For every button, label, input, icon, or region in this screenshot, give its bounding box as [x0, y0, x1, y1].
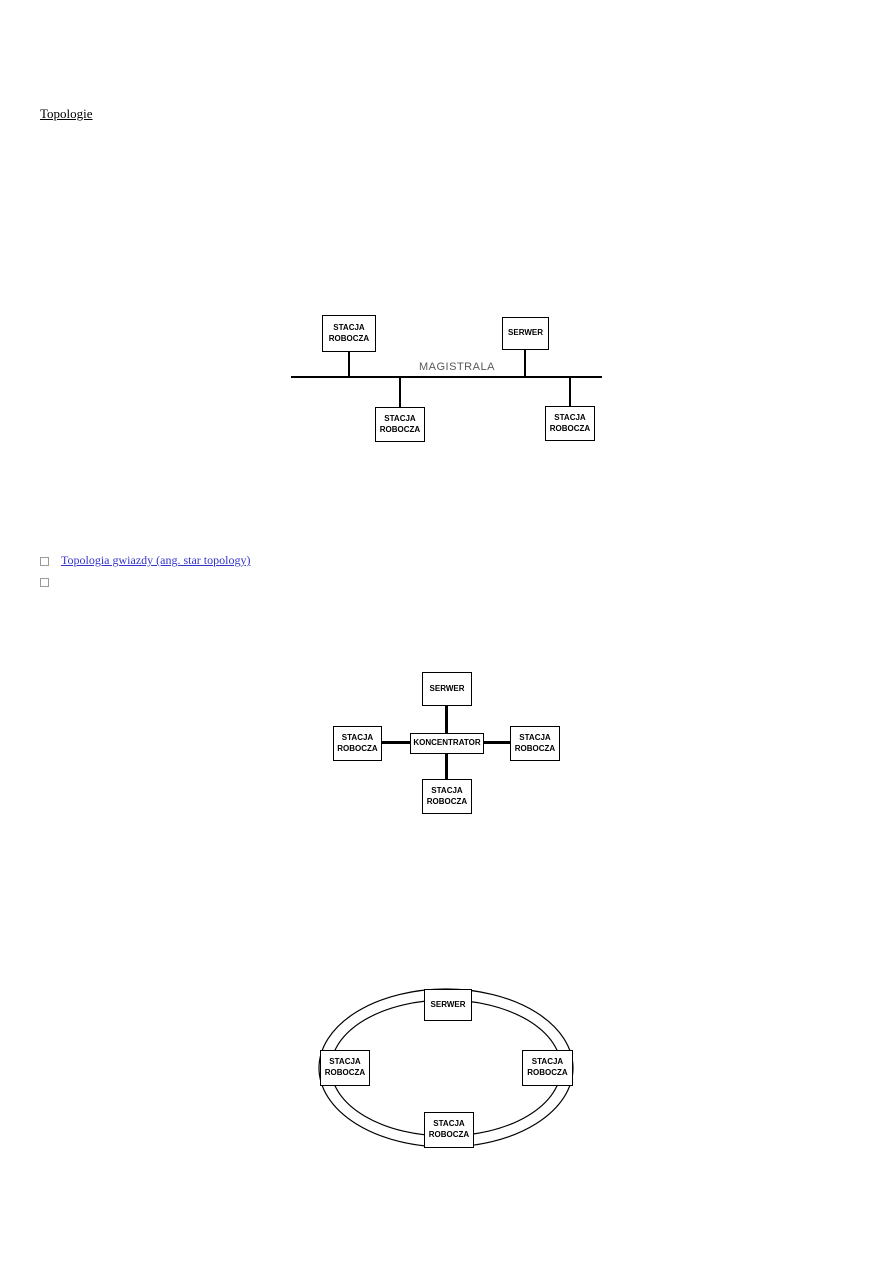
topology-hyperlink[interactable]: Topologia gwiazdy (ang. star topology) [61, 553, 251, 567]
star-connector-line [445, 754, 448, 779]
star-workstation-left: STACJA ROBOCZA [333, 726, 382, 761]
ring-workstation-left: STACJA ROBOCZA [320, 1050, 370, 1086]
bus-workstation-bottom-left: STACJA ROBOCZA [375, 407, 425, 442]
bus-connector-line [399, 378, 401, 407]
bullet-square-icon [40, 578, 49, 587]
star-server: SERWER [422, 672, 472, 706]
star-hub: KONCENTRATOR [410, 733, 484, 754]
bus-server: SERWER [502, 317, 549, 350]
bus-workstation-bottom-right: STACJA ROBOCZA [545, 406, 595, 441]
bus-connector-line [569, 378, 571, 406]
bus-connector-line [524, 349, 526, 377]
ring-server: SERWER [424, 989, 472, 1021]
ring-workstation-right: STACJA ROBOCZA [522, 1050, 573, 1086]
bullet-square-icon [40, 557, 49, 566]
page-heading: Topologie [40, 106, 93, 121]
bus-workstation-top: STACJA ROBOCZA [322, 315, 376, 352]
star-connector-line [484, 741, 510, 744]
star-connector-line [445, 706, 448, 734]
star-workstation-right: STACJA ROBOCZA [510, 726, 560, 761]
star-connector-line [382, 741, 410, 744]
star-workstation-bottom: STACJA ROBOCZA [422, 779, 472, 814]
bus-label: MAGISTRALA [419, 361, 495, 373]
bus-main-line [291, 376, 602, 378]
ring-workstation-bottom: STACJA ROBOCZA [424, 1112, 474, 1148]
bus-connector-line [348, 351, 350, 377]
